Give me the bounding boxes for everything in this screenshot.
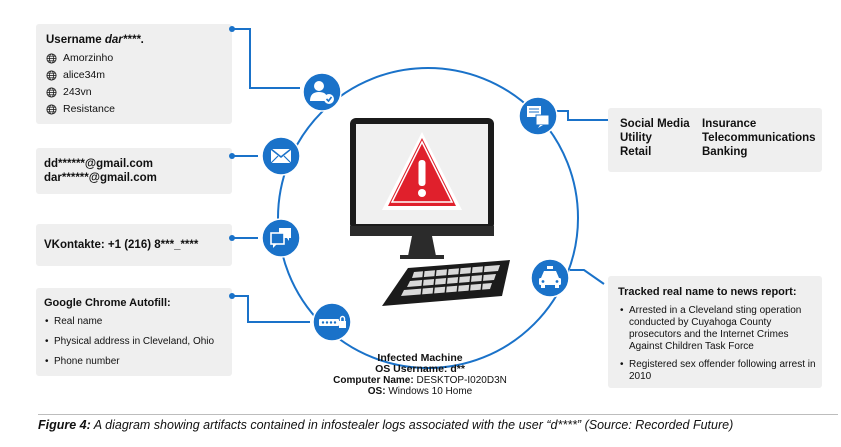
autofill-title: Google Chrome Autofill: xyxy=(44,297,171,309)
account-item: 243vn xyxy=(46,86,92,98)
computer-name-line: Computer Name: DESKTOP-I020D3N xyxy=(333,375,507,386)
os-username: OS Username: d** xyxy=(375,363,465,375)
globe-icon xyxy=(46,86,57,98)
list-item: Physical address in Cleveland, Ohio xyxy=(45,336,227,348)
account-item: Amorzinho xyxy=(46,52,113,64)
vk-box: VKontakte: +1 (216) 8***_**** xyxy=(36,224,232,266)
news-box: Tracked real name to news report: Arrest… xyxy=(608,276,822,388)
os-line: OS: Windows 10 Home xyxy=(367,386,473,397)
username-box: Username dar****. Amorzinho alice34m 243… xyxy=(36,24,232,124)
orbit-ring xyxy=(277,67,579,369)
email-line: dd******@gmail.com xyxy=(44,158,153,170)
connector-autofill xyxy=(232,295,310,323)
connector-news xyxy=(570,269,605,285)
category-label: Retail xyxy=(620,146,652,158)
globe-icon xyxy=(46,103,57,115)
news-list: Arrested in a Cleveland sting operation … xyxy=(620,305,816,383)
globe-icon xyxy=(46,52,57,64)
envelope-icon xyxy=(261,136,301,176)
list-item: Phone number xyxy=(45,356,227,368)
category-label: Social Media xyxy=(620,118,690,130)
username-title: Username dar****. xyxy=(46,34,144,46)
account-item: alice34m xyxy=(46,69,105,81)
figure-caption: Figure 4: A diagram showing artifacts co… xyxy=(38,418,734,432)
categories-box: Social Media Insurance Utility Telecommu… xyxy=(608,108,822,172)
infected-machine-title: Infected Machine xyxy=(377,352,463,364)
infected-computer xyxy=(350,118,510,306)
autofill-box: Google Chrome Autofill: Real name Physic… xyxy=(36,288,232,376)
list-item: Arrested in a Cleveland sting operation … xyxy=(620,305,816,353)
police-car-icon xyxy=(530,258,570,298)
connector-dot xyxy=(229,235,235,241)
connector-dot xyxy=(229,153,235,159)
user-check-icon xyxy=(302,72,342,112)
globe-icon xyxy=(46,69,57,81)
autofill-list: Real name Physical address in Cleveland,… xyxy=(45,316,227,368)
messages-icon xyxy=(518,96,558,136)
category-label: Utility xyxy=(620,132,652,144)
list-item: Real name xyxy=(45,316,227,328)
caption-rule xyxy=(38,414,838,415)
connector-username xyxy=(232,28,300,89)
vk-text: VKontakte: +1 (216) 8***_**** xyxy=(44,239,199,251)
connector-dot xyxy=(229,26,235,32)
categories-grid: Social Media Insurance Utility Telecommu… xyxy=(620,118,822,158)
category-label: Insurance xyxy=(702,118,757,130)
category-label: Banking xyxy=(702,146,748,158)
account-item: Resistance xyxy=(46,103,115,115)
connector-dot xyxy=(229,293,235,299)
chat-icon xyxy=(261,218,301,258)
news-title: Tracked real name to news report: xyxy=(618,286,797,298)
warning-icon xyxy=(382,132,462,210)
connector-social xyxy=(548,110,608,121)
password-icon xyxy=(312,302,352,342)
email-box: dd******@gmail.com dar******@gmail.com xyxy=(36,148,232,194)
category-label: Telecommunications xyxy=(702,132,816,144)
email-line: dar******@gmail.com xyxy=(44,172,157,184)
keyboard xyxy=(382,260,510,306)
list-item: Registered sex offender following arrest… xyxy=(620,359,816,383)
infected-machine-info: Infected Machine OS Username: d** Comput… xyxy=(330,352,510,398)
